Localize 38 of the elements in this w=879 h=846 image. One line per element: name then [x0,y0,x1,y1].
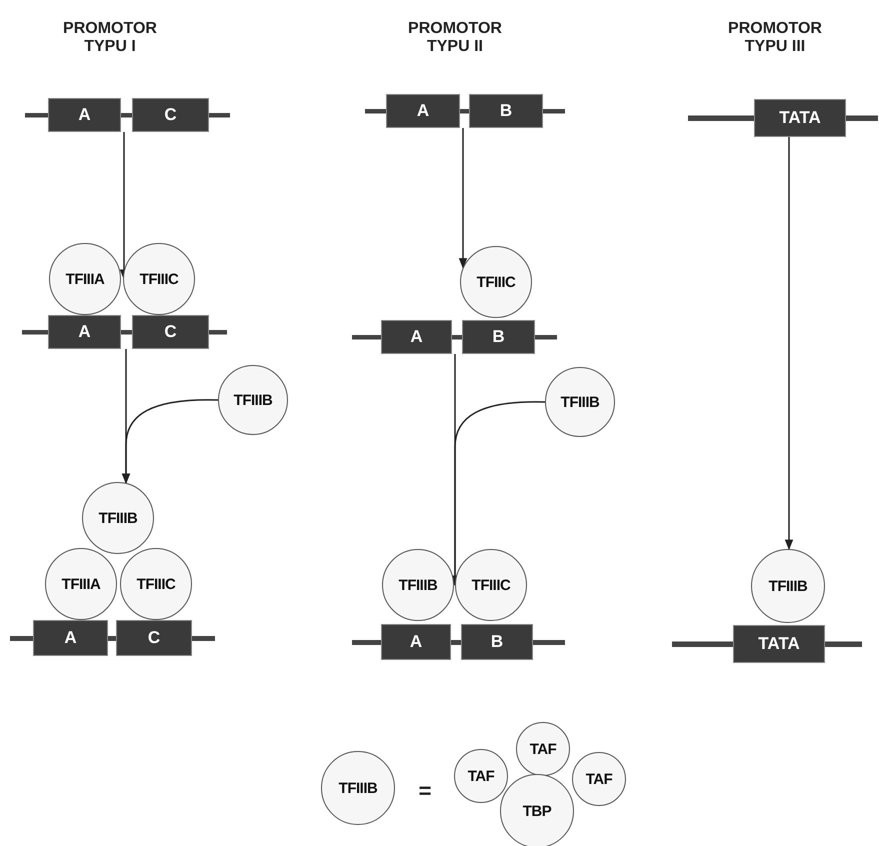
promoter-element-box: A [48,98,121,132]
protein-circle: TFIIIB [545,367,615,437]
protein-circle: TFIIIC [460,246,532,318]
protein-circle: TFIIIB [751,549,825,623]
protein-circle: TFIIIC [455,549,527,621]
protein-circle: TFIIIC [120,548,192,620]
equals-sign: = [418,778,432,804]
promoter-element-box: A [33,620,108,656]
promoter-element-box: A [386,94,460,128]
protein-circle: TFIIIA [45,548,117,620]
protein-circle: TFIIIB [321,751,395,825]
promoter-element-box: A [381,624,451,660]
protein-circle: TBP [500,774,574,846]
promoter-element-box: B [462,320,535,354]
promoter-element-box: TATA [733,625,825,663]
promoter-element-box: TATA [754,99,846,137]
protein-circle: TAF [454,749,508,803]
promoter-element-box: B [469,94,543,128]
arrow [458,128,468,269]
promoter-element-box: C [132,315,209,349]
column-heading: PROMOTOR TYPU II [407,20,503,56]
promoter-element-box: C [132,98,209,132]
arrow [784,137,794,550]
promoter-element-box: A [48,315,121,349]
protein-circle: TFIIIB [82,482,154,554]
column-heading: PROMOTOR TYPU I [62,20,158,56]
arrow [122,399,218,484]
column-heading: PROMOTOR TYPU III [727,20,823,56]
protein-circle: TAF [572,752,626,806]
promoter-element-box: B [461,624,533,660]
promoter-element-box: A [381,320,452,354]
protein-circle: TAF [516,722,570,776]
protein-circle: TFIIIB [218,365,288,435]
protein-circle: TFIIIA [49,243,121,315]
protein-circle: TFIIIB [382,549,454,621]
promoter-element-box: C [116,620,192,656]
protein-circle: TFIIIC [123,243,195,315]
arrow [450,401,545,586]
